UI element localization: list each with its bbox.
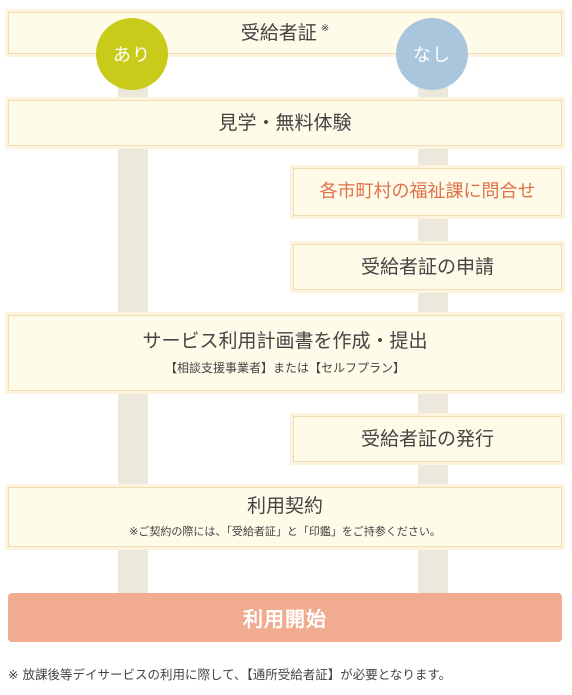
step-inquire-label: 各市町村の福祉課に問合せ [319,181,536,203]
step-visit: 見学・無料体験 [8,100,562,146]
step-inquire: 各市町村の福祉課に問合せ [293,168,562,216]
step-issue-label: 受給者証の発行 [360,427,494,450]
step-certificate-label: 受給者証 [240,21,317,44]
step-plan-label: サービス利用計画書を作成・提出 [142,330,428,353]
branch-yes-label: あり [113,45,151,66]
branch-yes-circle: あり [96,18,168,90]
step-certificate: 受給者証※ [8,12,562,54]
step-issue: 受給者証の発行 [293,416,562,462]
branch-no-circle: なし [396,18,468,90]
step-apply-label: 受給者証の申請 [360,255,494,278]
step-plan-sub: 【相談支援事業者】または【セルフプラン】 [164,360,405,375]
step-plan: サービス利用計画書を作成・提出 【相談支援事業者】または【セルフプラン】 [8,315,562,391]
step-visit-label: 見学・無料体験 [218,111,352,134]
step-start-label: 利用開始 [243,607,327,631]
certificate-note-mark: ※ [320,23,330,35]
step-contract-sub: ※ご契約の際には、「受給者証」と「印鑑」をご持参ください。 [129,525,441,539]
step-contract: 利用契約 ※ご契約の際には、「受給者証」と「印鑑」をご持参ください。 [8,487,562,547]
step-start: 利用開始 [8,593,562,642]
footnote: ※ 放課後等デイサービスの利用に際して、【通所受給者証】が必要となります。 [8,667,452,682]
branch-no-label: なし [413,45,451,66]
step-contract-label: 利用契約 [246,494,323,517]
step-apply: 受給者証の申請 [293,244,562,290]
